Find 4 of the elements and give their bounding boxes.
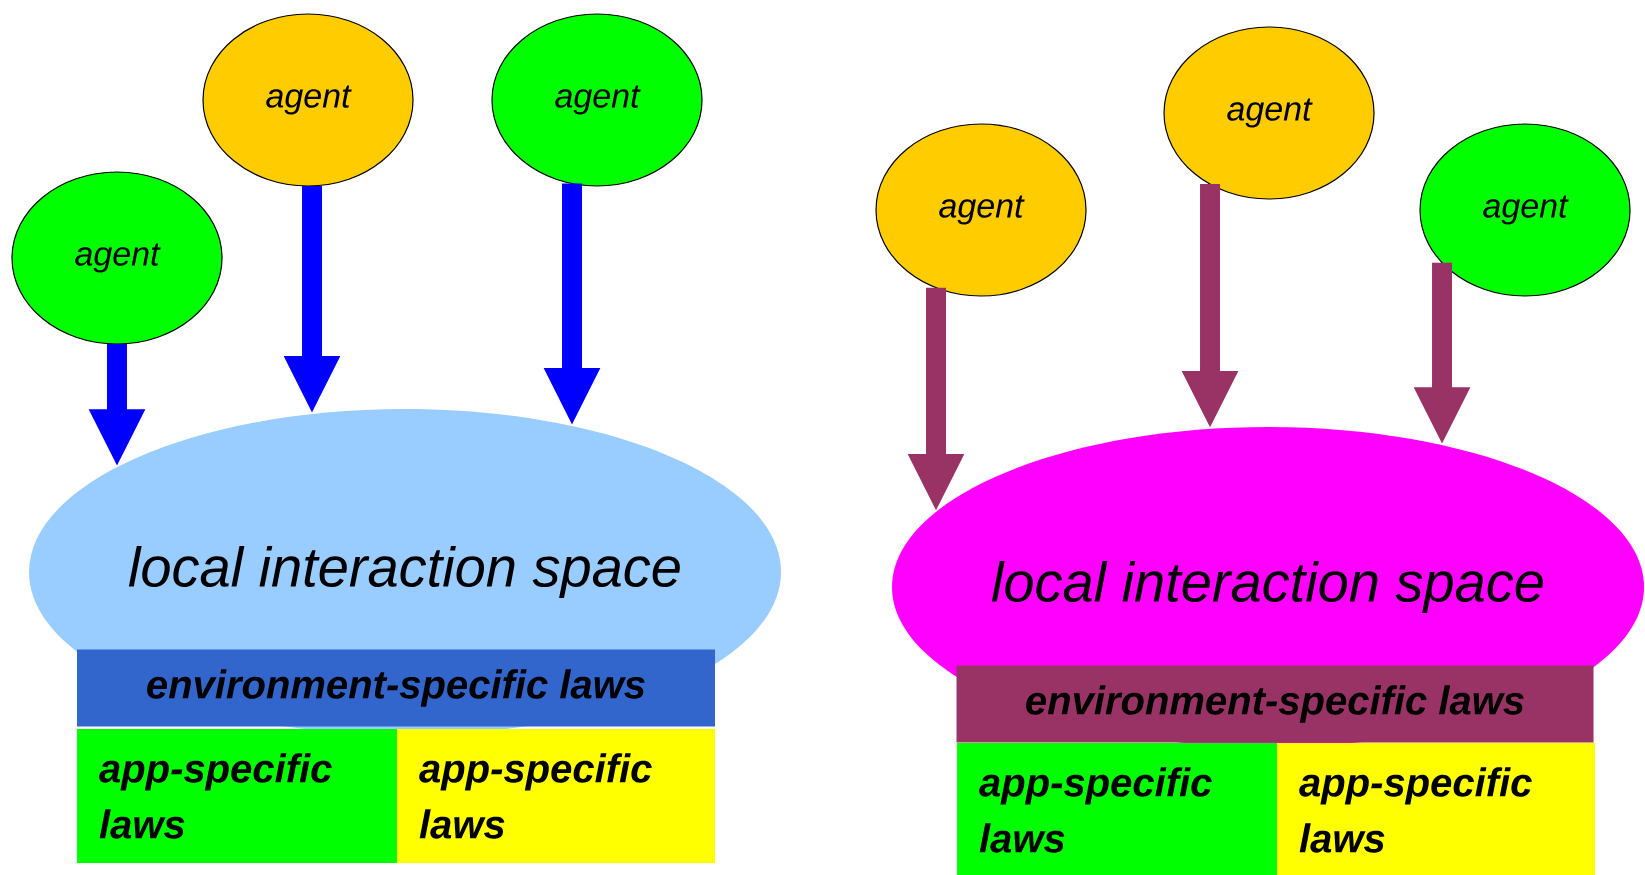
laws-box: app-specific laws [1277,743,1595,875]
laws-box: app-specific laws [397,729,715,863]
laws-box: app-specific laws [957,743,1277,875]
laws-box: app-specific laws [77,729,397,863]
